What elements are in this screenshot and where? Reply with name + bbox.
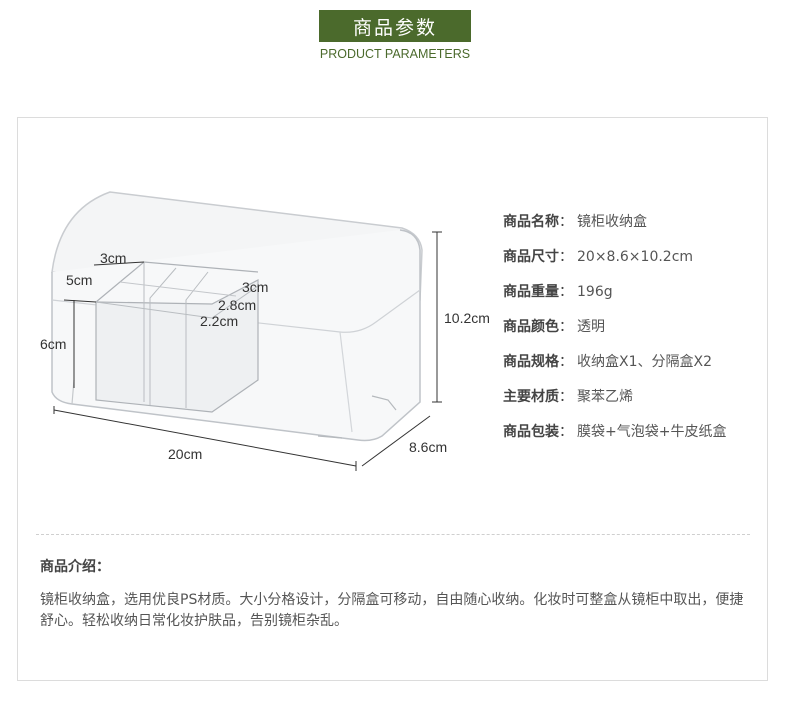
dim-left-slot: 5cm [66, 272, 92, 288]
spec-row: 商品规格：收纳盒X1、分隔盒X2 [503, 352, 726, 387]
spec-value: 膜袋+气泡袋+牛皮纸盒 [577, 424, 727, 440]
spec-label: 商品包装 [503, 424, 559, 440]
dim-line-top-slot [93, 261, 145, 266]
section-title-tag: 商品参数 [319, 10, 471, 42]
intro-title: 商品介绍： [40, 559, 110, 575]
spec-label: 商品名称 [503, 214, 559, 230]
dim-slot-a: 2.8cm [218, 297, 256, 313]
spec-row: 主要材质：聚苯乙烯 [503, 387, 726, 422]
spec-list: 商品名称：镜柜收纳盒 商品尺寸：20×8.6×10.2cm 商品重量：196g … [503, 212, 726, 457]
spec-value: 镜柜收纳盒 [577, 214, 647, 230]
spec-separator: ： [559, 354, 573, 370]
section-subtitle: PRODUCT PARAMETERS [319, 47, 471, 61]
spec-row: 商品重量：196g [503, 282, 726, 317]
spec-label: 商品尺寸 [503, 249, 559, 265]
spec-separator: ： [559, 214, 573, 230]
dim-side-slot: 3cm [242, 279, 268, 295]
section-divider [36, 534, 750, 535]
dim-line-depth [361, 415, 431, 467]
product-illustration: 3cm 5cm 3cm 2.8cm 2.2cm 6cm 10.2cm 20cm … [40, 191, 490, 471]
divider-box [95, 279, 259, 413]
intro-text: 镜柜收纳盒，选用优良PS材质。大小分格设计，分隔盒可移动，自由随心收纳。化妆时可… [40, 592, 744, 629]
spec-label: 商品重量 [503, 284, 559, 300]
spec-value: 收纳盒X1、分隔盒X2 [577, 354, 712, 370]
spec-row: 商品包装：膜袋+气泡袋+牛皮纸盒 [503, 422, 726, 457]
spec-row: 商品颜色：透明 [503, 317, 726, 352]
parameters-frame [17, 117, 768, 681]
spec-separator: ： [559, 424, 573, 440]
spec-label: 商品规格 [503, 354, 559, 370]
spec-value: 聚苯乙烯 [577, 389, 633, 405]
spec-row: 商品尺寸：20×8.6×10.2cm [503, 247, 726, 282]
spec-label: 主要材质 [503, 389, 559, 405]
spec-row: 商品名称：镜柜收纳盒 [503, 212, 726, 247]
spec-label: 商品颜色 [503, 319, 559, 335]
spec-separator: ： [559, 284, 573, 300]
spec-separator: ： [559, 319, 573, 335]
dim-slot-b: 2.2cm [200, 313, 238, 329]
spec-separator: ： [559, 249, 573, 265]
spec-value: 196g [577, 284, 613, 300]
section-title: 商品参数 [352, 16, 437, 39]
dim-depth: 8.6cm [409, 439, 447, 455]
dim-line-length [53, 409, 357, 467]
dim-front-height: 6cm [40, 336, 66, 352]
dim-total-height: 10.2cm [444, 310, 490, 326]
spec-value: 透明 [577, 319, 605, 335]
spec-value: 20×8.6×10.2cm [577, 249, 694, 265]
spec-separator: ： [559, 389, 573, 405]
dim-length: 20cm [168, 446, 202, 462]
dim-line-left-slot [63, 299, 97, 303]
dim-top-slot: 3cm [100, 250, 126, 266]
